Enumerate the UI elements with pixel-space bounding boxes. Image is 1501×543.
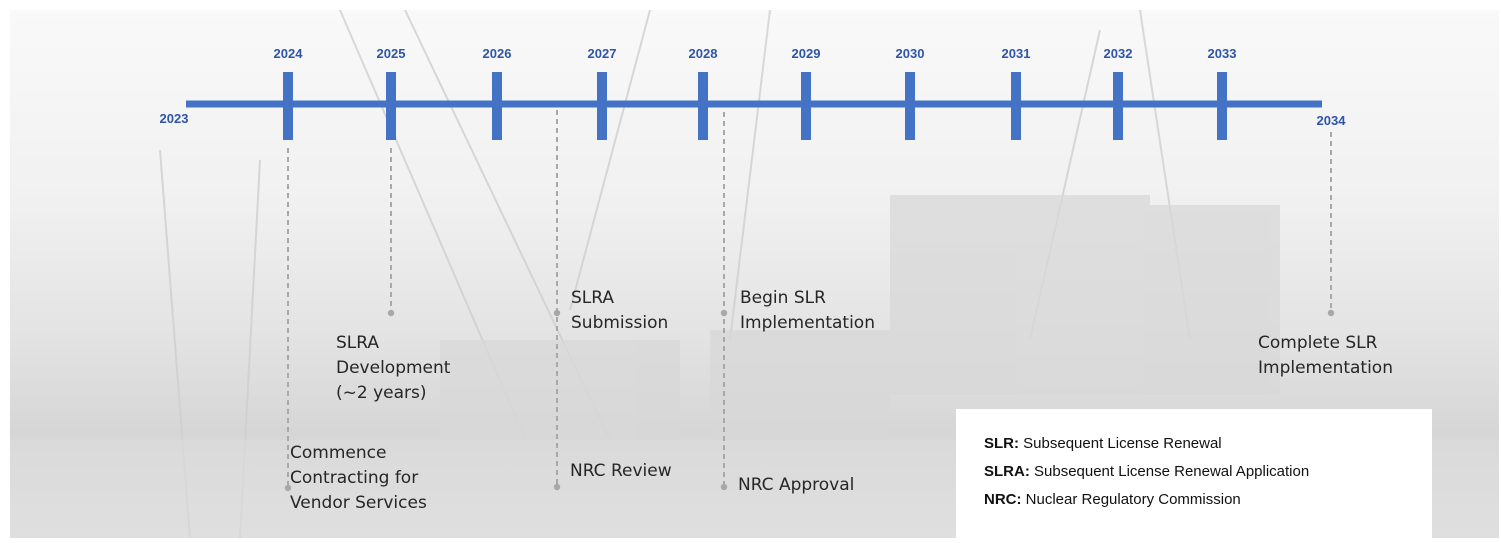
label-complete-slr-implementation: Complete SLR Implementation [1258,333,1393,378]
year-label-2024: 2024 [273,46,303,61]
label-slra-development: SLRA Development (~2 years) [336,333,451,403]
connector-dot-0 [284,484,292,492]
legend-entry-slr: SLR: Subsequent License Renewal [984,435,1222,452]
year-label-2027: 2027 [587,46,617,61]
tick-mark-2033 [1217,72,1227,140]
tick-mark-2025 [386,72,396,140]
tick-mark-2026 [492,72,502,140]
connector-dot-2 [553,309,561,317]
year-label-2033: 2033 [1207,46,1237,61]
legend-entry-slra: SLRA: Subsequent License Renewal Applica… [984,463,1310,480]
legend-entry-nrc: NRC: Nuclear Regulatory Commission [984,491,1241,508]
year-label-end: 2034 [1316,113,1346,128]
connector-dot-3 [553,483,561,491]
tick-mark-2027 [597,72,607,140]
label-commence-contracting: Commence Contracting for Vendor Services [290,443,427,513]
label-nrc-approval: NRC Approval [738,475,855,495]
tick-mark-2028 [698,72,708,140]
year-label-2025: 2025 [376,46,406,61]
year-label-2032: 2032 [1103,46,1133,61]
tick-mark-2030 [905,72,915,140]
year-label-2031: 2031 [1001,46,1031,61]
year-label-2026: 2026 [482,46,512,61]
connector-dot-1 [387,309,395,317]
label-nrc-review: NRC Review [570,461,672,481]
year-label-2030: 2030 [895,46,925,61]
year-label-2029: 2029 [791,46,821,61]
tick-mark-2032 [1113,72,1123,140]
year-label-start: 2023 [159,111,189,126]
connector-dot-5 [720,483,728,491]
tick-mark-2031 [1011,72,1021,140]
background-photo [10,9,1499,539]
connector-dot-4 [720,309,728,317]
legend-box: SLR: Subsequent License Renewal SLRA: Su… [956,409,1432,538]
power-plant-silhouette [10,9,1499,539]
connector-dot-6 [1327,309,1335,317]
year-label-2028: 2028 [688,46,718,61]
label-begin-slr-implementation: Begin SLR Implementation [740,288,875,333]
tick-mark-2029 [801,72,811,140]
tick-mark-2024 [283,72,293,140]
label-slra-submission: SLRA Submission [571,288,669,333]
